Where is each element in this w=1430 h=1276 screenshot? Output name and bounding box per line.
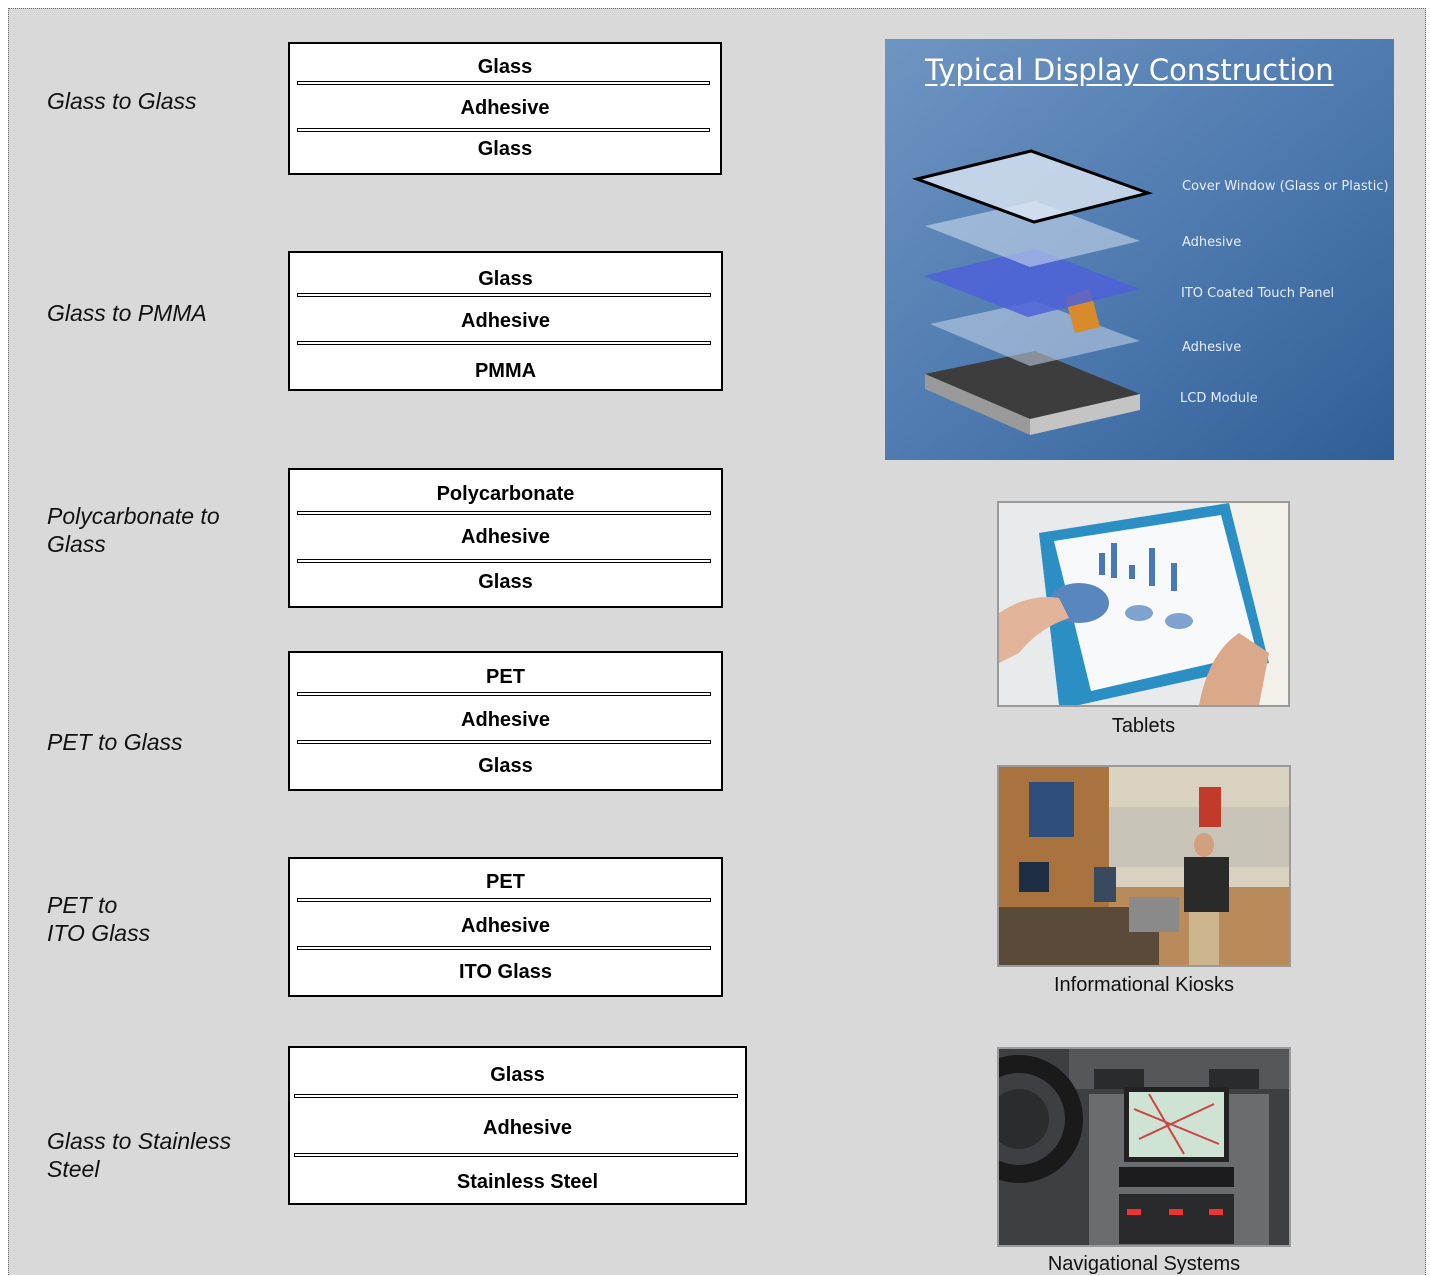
layer-label: Glass bbox=[478, 571, 533, 593]
tablet-photo bbox=[997, 501, 1290, 707]
construction-layer-label: Cover Window (Glass or Plastic) bbox=[1182, 179, 1389, 194]
layer-divider bbox=[294, 1094, 738, 1098]
layer-label: ITO Glass bbox=[458, 961, 552, 983]
layer-divider bbox=[297, 293, 711, 297]
layer-label: PET bbox=[486, 871, 525, 893]
layer-label: PMMA bbox=[474, 360, 537, 382]
layer-label: Glass bbox=[490, 1064, 545, 1086]
layer-label: Adhesive bbox=[461, 526, 550, 548]
layer-divider bbox=[294, 1153, 738, 1157]
navigation-photo bbox=[997, 1047, 1291, 1247]
caption-navigational-systems: Navigational Systems bbox=[1047, 1253, 1241, 1275]
layer-label: Glass bbox=[477, 56, 533, 78]
layer-label: Adhesive bbox=[461, 310, 550, 332]
layer-stack: Glass Adhesive Stainless Steel bbox=[288, 1046, 747, 1205]
layer-divider bbox=[297, 341, 711, 345]
layer-label: Adhesive bbox=[460, 97, 550, 119]
row-label-glass-glass: Glass to Glass bbox=[47, 88, 197, 114]
layer-divider bbox=[297, 946, 711, 950]
display-construction-title: Typical Display Construction bbox=[925, 53, 1334, 87]
layer-divider bbox=[297, 81, 710, 85]
caption-informational-kiosks: Informational Kiosks bbox=[1053, 974, 1235, 996]
layer-stack: Glass Adhesive PMMA bbox=[288, 251, 723, 391]
layer-label: Adhesive bbox=[461, 709, 550, 731]
display-construction-graphic bbox=[885, 39, 1394, 460]
layer-label: Glass bbox=[477, 138, 533, 160]
layer-stack: PET Adhesive ITO Glass bbox=[288, 857, 723, 997]
construction-layer-label: Adhesive bbox=[1182, 235, 1242, 250]
row-label-polycarbonate-glass: Polycarbonate to Glass bbox=[47, 503, 220, 557]
row-label-pet-ito-glass: PET to ITO Glass bbox=[47, 892, 151, 946]
layer-label: Polycarbonate bbox=[436, 483, 575, 505]
layer-divider bbox=[297, 559, 711, 563]
layer-label: Glass bbox=[478, 268, 533, 290]
layer-label: Glass bbox=[478, 755, 533, 777]
caption-tablets: Tablets bbox=[1111, 715, 1176, 737]
page: Glass to Glass Glass to PMMA Polycarbona… bbox=[8, 8, 1426, 1275]
display-construction-diagram: Typical Display Construction Cover Windo… bbox=[885, 39, 1394, 460]
row-label-glass-stainless-steel: Glass to Stainless Steel bbox=[47, 1128, 232, 1182]
row-label-pet-glass: PET to Glass bbox=[47, 729, 183, 755]
row-label-glass-pmma: Glass to PMMA bbox=[47, 300, 207, 326]
construction-layer-label: LCD Module bbox=[1180, 391, 1258, 406]
layer-label: Adhesive bbox=[461, 915, 550, 937]
layer-label: Stainless Steel bbox=[456, 1171, 599, 1193]
layer-divider bbox=[297, 898, 711, 902]
layer-divider bbox=[297, 128, 710, 132]
layer-label: PET bbox=[486, 666, 525, 688]
layer-divider bbox=[297, 692, 711, 696]
layer-stack: Glass Adhesive Glass bbox=[288, 42, 722, 175]
layer-stack: PET Adhesive Glass bbox=[288, 651, 723, 791]
construction-layer-label: Adhesive bbox=[1182, 340, 1242, 355]
construction-layer-label: ITO Coated Touch Panel bbox=[1181, 286, 1335, 301]
layer-label: Adhesive bbox=[483, 1117, 572, 1139]
kiosk-photo bbox=[997, 765, 1291, 967]
layer-divider bbox=[297, 511, 711, 515]
layer-divider bbox=[297, 740, 711, 744]
layer-stack: Polycarbonate Adhesive Glass bbox=[288, 468, 723, 608]
